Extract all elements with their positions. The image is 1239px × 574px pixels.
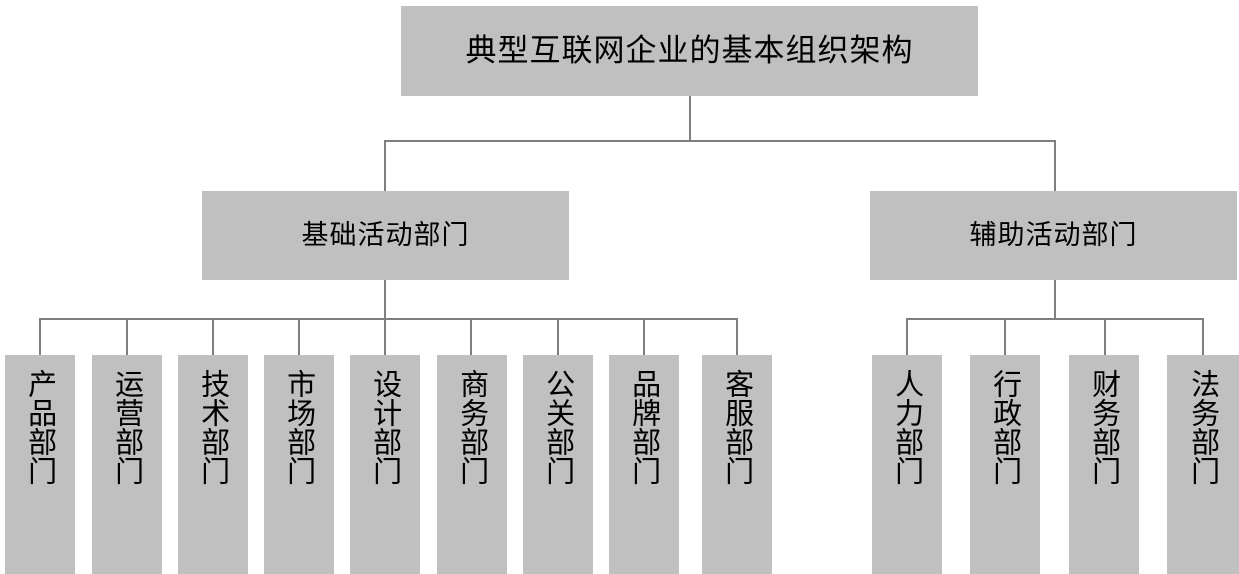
node-leaf-customer-service[interactable]: 客服部门 (702, 355, 772, 574)
connector-branch-1-drop-5 (384, 318, 386, 355)
node-branch-1[interactable]: 基础活动部门 (202, 191, 569, 280)
connector-root-to-branch-2 (1054, 140, 1056, 191)
node-leaf-design-label: 设计部门 (368, 369, 403, 485)
node-leaf-public-relations[interactable]: 公关部门 (523, 355, 593, 574)
connector-branch-2-drop-4 (1202, 318, 1204, 355)
node-leaf-administration-label: 行政部门 (988, 369, 1023, 485)
connector-branch-1-drop-2 (126, 318, 128, 355)
node-leaf-business[interactable]: 商务部门 (437, 355, 507, 574)
connector-branch-1-drop-8 (643, 318, 645, 355)
node-leaf-marketing-label: 市场部门 (282, 369, 317, 485)
node-leaf-public-relations-label: 公关部门 (541, 369, 576, 485)
connector-branch-1-drop-7 (557, 318, 559, 355)
node-leaf-design[interactable]: 设计部门 (350, 355, 420, 574)
node-root[interactable]: 典型互联网企业的基本组织架构 (401, 6, 978, 96)
node-branch-2-label: 辅助活动部门 (969, 219, 1138, 251)
node-branch-2[interactable]: 辅助活动部门 (870, 191, 1237, 280)
connector-branch-1-drop-6 (470, 318, 472, 355)
node-leaf-business-label: 商务部门 (455, 369, 490, 485)
node-root-label: 典型互联网企业的基本组织架构 (465, 32, 914, 69)
node-leaf-administration[interactable]: 行政部门 (970, 355, 1040, 574)
node-leaf-human-resources[interactable]: 人力部门 (872, 355, 942, 574)
connector-branch-1-drop-9 (736, 318, 738, 355)
node-leaf-legal-label: 法务部门 (1186, 369, 1221, 485)
node-leaf-legal[interactable]: 法务部门 (1167, 355, 1239, 574)
node-branch-1-label: 基础活动部门 (301, 219, 470, 251)
node-leaf-finance-label: 财务部门 (1087, 369, 1122, 485)
node-leaf-customer-service-label: 客服部门 (720, 369, 755, 485)
connector-branch-1-drop-3 (212, 318, 214, 355)
node-leaf-brand[interactable]: 品牌部门 (609, 355, 679, 574)
connector-branch-2-drop-3 (1104, 318, 1106, 355)
node-leaf-brand-label: 品牌部门 (627, 369, 662, 485)
node-leaf-technology[interactable]: 技术部门 (178, 355, 248, 574)
node-leaf-product[interactable]: 产品部门 (5, 355, 75, 574)
connector-root-to-branch-1 (384, 140, 386, 191)
connector-root-bus (384, 140, 1056, 142)
connector-branch-2-drop-1 (906, 318, 908, 355)
node-leaf-human-resources-label: 人力部门 (890, 369, 925, 485)
connector-branch-1-drop-4 (298, 318, 300, 355)
node-leaf-product-label: 产品部门 (23, 369, 58, 485)
node-leaf-finance[interactable]: 财务部门 (1069, 355, 1139, 574)
connector-branch-1-bus (39, 318, 737, 320)
connector-root-stem (689, 96, 691, 141)
node-leaf-technology-label: 技术部门 (196, 369, 231, 485)
connector-branch-1-drop-1 (39, 318, 41, 355)
node-leaf-operations[interactable]: 运营部门 (92, 355, 162, 574)
node-leaf-operations-label: 运营部门 (110, 369, 145, 485)
connector-branch-1-stem (384, 280, 386, 319)
connector-branch-2-drop-2 (1004, 318, 1006, 355)
node-leaf-marketing[interactable]: 市场部门 (264, 355, 334, 574)
connector-branch-2-stem (1054, 280, 1056, 319)
connector-branch-2-bus (906, 318, 1203, 320)
